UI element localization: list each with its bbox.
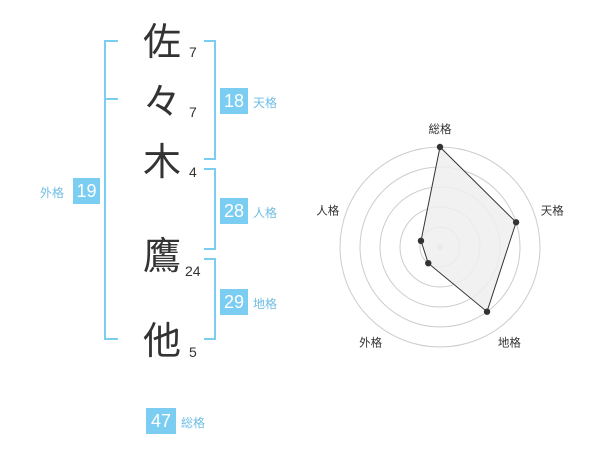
name-char-3: 木 <box>143 140 182 184</box>
radar-axis-label-1: 総格 <box>429 122 452 136</box>
stroke-count-2: 7 <box>189 104 197 120</box>
radar-polygon <box>420 145 517 313</box>
gaikaku-bracket <box>104 40 118 340</box>
name-char-1: 佐 <box>143 20 182 64</box>
stroke-count-3: 4 <box>189 164 197 180</box>
radar-axis-label-5: 人格 <box>316 204 339 218</box>
soukaku-label: 総格 <box>181 416 206 430</box>
radar-axis-label-2: 天格 <box>541 204 564 218</box>
stroke-count-4: 24 <box>185 263 201 279</box>
gaikaku-label: 外格 <box>40 186 65 200</box>
chikaku-bracket <box>204 258 216 340</box>
chikaku-label: 地格 <box>253 297 278 311</box>
radar-point-3 <box>483 308 491 315</box>
radar-points <box>417 143 520 315</box>
name-char-2: 々 <box>143 80 182 124</box>
radar-axis-label-3: 地格 <box>498 335 521 349</box>
stroke-count-5: 5 <box>189 344 197 360</box>
tenkaku-value: 18 <box>220 88 248 114</box>
jinkaku-value: 28 <box>220 198 248 224</box>
stroke-count-1: 7 <box>189 44 197 60</box>
tenkaku-bracket <box>204 40 216 160</box>
radar-point-4 <box>425 259 432 267</box>
chikaku-value: 29 <box>220 289 248 315</box>
jinkaku-label: 人格 <box>253 206 278 220</box>
radar-axis-label-4: 外格 <box>359 335 382 349</box>
name-char-4: 鷹 <box>143 234 182 278</box>
radar-point-5 <box>417 237 425 245</box>
radar-point-2 <box>512 219 520 226</box>
soukaku-value: 47 <box>146 408 176 434</box>
radar-area <box>420 145 517 313</box>
jinkaku-bracket <box>204 168 216 250</box>
radar-point-1 <box>436 143 444 151</box>
gaikaku-value: 19 <box>73 178 100 204</box>
gaikaku-bracket-tick <box>104 98 118 100</box>
tenkaku-label: 天格 <box>253 96 278 110</box>
name-char-5: 他 <box>143 319 182 363</box>
